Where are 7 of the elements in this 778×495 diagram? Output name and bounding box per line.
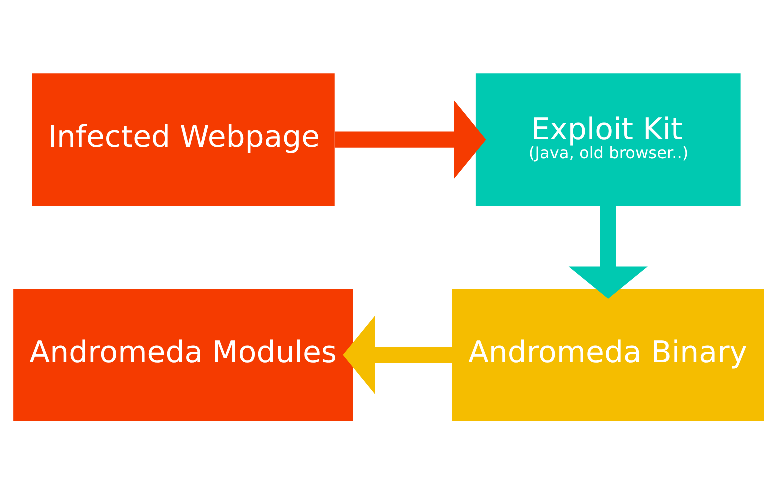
node-box: Infected Webpage (32, 74, 335, 206)
arrow (343, 316, 452, 395)
node-box: Andromeda Modules (14, 288, 354, 422)
arrow (568, 206, 648, 300)
arrow (334, 100, 486, 180)
node-box: Andromeda Binary (452, 288, 764, 422)
node-box: Exploit Kit (Java, old browser..) (476, 74, 741, 206)
